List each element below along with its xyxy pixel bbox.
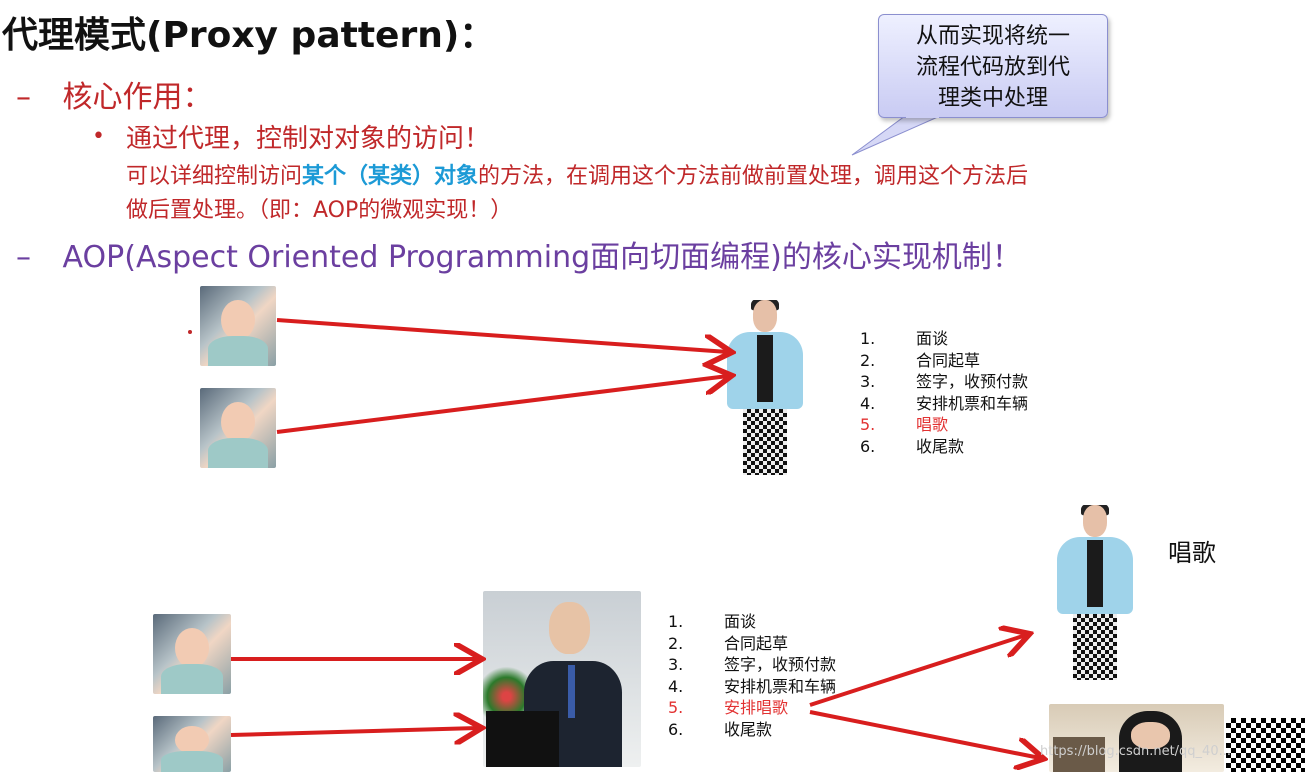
list-item: 1.面谈	[668, 612, 757, 631]
assistant-photo	[1049, 704, 1224, 772]
dash-marker: –	[16, 240, 31, 275]
list-item: 4.安排机票和车辆	[860, 393, 1029, 413]
callout-line-3: 理类中处理	[937, 86, 1048, 111]
list-item-highlight: 5.安排唱歌	[668, 698, 789, 717]
core-role-line: – 核心作用：	[16, 72, 213, 116]
arrow	[276, 318, 728, 352]
qr-code-icon	[1226, 718, 1305, 772]
arrow	[809, 710, 1040, 758]
bottom-step-list: 1.面谈 2.合同起草 3.签字，收预付款 4.安排机票和车辆 5.安排唱歌 6…	[668, 611, 836, 740]
client-photo	[200, 388, 276, 468]
dash-marker: –	[16, 80, 31, 115]
client-photo	[153, 716, 231, 772]
core-role-label: 核心作用：	[62, 80, 213, 115]
point-detail-pre: 可以详细控制访问	[126, 164, 303, 189]
singer-photo	[715, 300, 815, 475]
arrow	[230, 728, 478, 735]
sing-label: 唱歌	[1168, 539, 1216, 567]
top-step-list: 1.面谈 2.合同起草 3.签字，收预付款 4.安排机票和车辆 5.唱歌 6.收…	[860, 328, 1028, 457]
point-detail: 可以详细控制访问某个（某类）对象的方法，在调用这个方法前做前置处理，调用这个方法…	[126, 158, 1028, 190]
arrow	[809, 635, 1026, 707]
list-item: 3.签字，收预付款	[860, 372, 1029, 391]
aop-label: AOP(Aspect Oriented Programming面向切面编程)的核…	[62, 240, 1022, 275]
agent-photo	[483, 591, 641, 767]
singer-photo	[1045, 505, 1145, 680]
client-photo	[153, 614, 231, 694]
point-main: 通过代理，控制对对象的访问！	[126, 124, 491, 154]
pointer-dot	[188, 330, 192, 334]
list-item: 3.签字，收预付款	[668, 655, 837, 674]
callout-line-2: 流程代码放到代	[915, 55, 1070, 80]
point-detail-highlight: 某个（某类）对象	[302, 164, 479, 189]
list-item: 2.合同起草	[668, 633, 789, 653]
callout-box: 从而实现将统一 流程代码放到代 理类中处理	[878, 14, 1108, 118]
list-item: 4.安排机票和车辆	[668, 676, 837, 696]
list-item-highlight: 5.唱歌	[860, 415, 949, 434]
callout-line-1: 从而实现将统一	[915, 24, 1070, 49]
arrow	[276, 376, 728, 434]
list-item: 2.合同起草	[860, 350, 981, 370]
page-title: 代理模式(Proxy pattern)：	[2, 15, 496, 56]
client-photo	[200, 286, 276, 366]
point-detail-line2: 做后置处理。（即：AOP的微观实现！）	[126, 198, 513, 223]
list-item: 6.收尾款	[668, 719, 773, 739]
point-detail-post: 的方法，在调用这个方法前做前置处理，调用这个方法后	[478, 164, 1029, 189]
bullet-marker: •	[92, 124, 105, 149]
list-item: 6.收尾款	[860, 436, 965, 456]
watermark: https://blog.csdn.net/qq_40...	[1040, 744, 1232, 759]
list-item: 1.面谈	[860, 329, 949, 348]
aop-line: – AOP(Aspect Oriented Programming面向切面编程)…	[16, 232, 1022, 276]
